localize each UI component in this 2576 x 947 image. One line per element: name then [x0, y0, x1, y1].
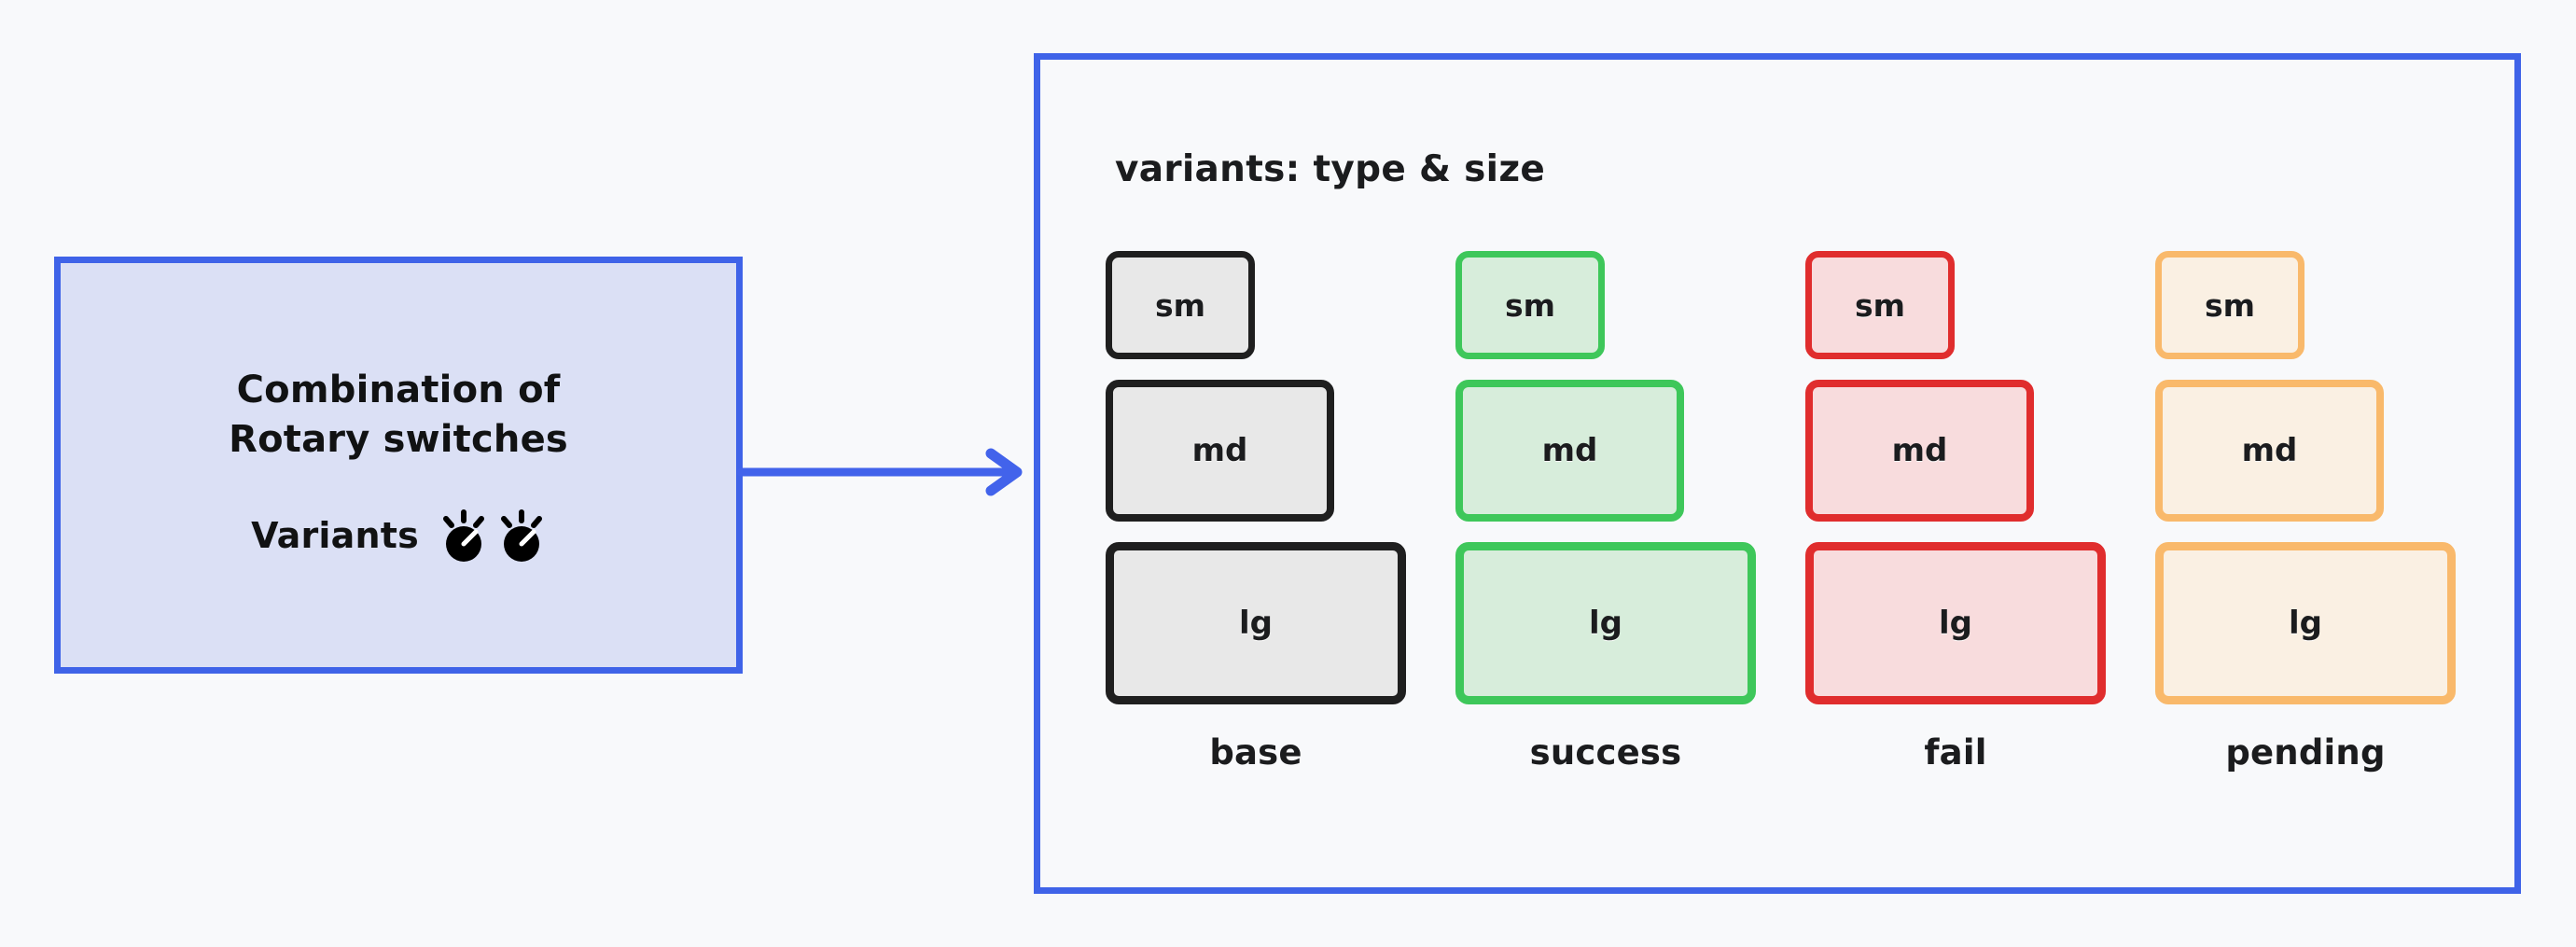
variant-card-fail-md[interactable]: md	[1805, 380, 2034, 522]
connector-arrow	[736, 439, 1040, 506]
rotary-knob-icon	[497, 507, 546, 564]
card-stack: sm md lg	[1106, 251, 1406, 704]
variant-card-label: md	[2241, 432, 2298, 469]
arrow-right-icon	[736, 448, 1023, 496]
variants-row: Variants	[251, 507, 546, 564]
variant-card-label: lg	[1589, 605, 1622, 642]
variant-column-success: sm md lg success	[1455, 251, 1777, 773]
variant-card-label: lg	[1239, 605, 1273, 642]
variants-label: Variants	[251, 515, 419, 557]
variant-card-success-md[interactable]: md	[1455, 380, 1684, 522]
variant-card-label: sm	[1504, 286, 1556, 324]
variant-columns: sm md lg base sm	[1106, 251, 2477, 773]
variant-card-pending-lg[interactable]: lg	[2155, 542, 2456, 704]
variant-card-label: sm	[1854, 286, 1906, 324]
variant-card-label: sm	[1154, 286, 1206, 324]
variant-card-success-sm[interactable]: sm	[1455, 251, 1605, 359]
source-node-title: Combination of Rotary switches	[229, 368, 568, 461]
column-label-fail: fail	[1924, 732, 1987, 773]
variant-card-base-sm[interactable]: sm	[1106, 251, 1255, 359]
variant-card-label: md	[1191, 432, 1248, 469]
rotary-knob-group	[439, 507, 546, 564]
column-label-base: base	[1209, 732, 1302, 773]
column-label-success: success	[1529, 732, 1682, 773]
column-label-pending: pending	[2225, 732, 2386, 773]
variant-card-pending-md[interactable]: md	[2155, 380, 2384, 522]
variants-panel: variants: type & size sm md lg base	[1034, 53, 2521, 894]
variant-card-label: sm	[2204, 286, 2256, 324]
variant-column-base: sm md lg base	[1106, 251, 1427, 773]
variant-column-fail: sm md lg fail	[1805, 251, 2127, 773]
panel-heading: variants: type & size	[1115, 148, 1546, 190]
rotary-knob-icon	[439, 507, 488, 564]
variant-card-label: lg	[2289, 605, 2322, 642]
variant-card-base-lg[interactable]: lg	[1106, 542, 1406, 704]
variant-column-pending: sm md lg pending	[2155, 251, 2477, 773]
variant-card-label: lg	[1939, 605, 1972, 642]
variant-card-fail-lg[interactable]: lg	[1805, 542, 2106, 704]
variant-card-label: md	[1891, 432, 1948, 469]
variant-card-fail-sm[interactable]: sm	[1805, 251, 1955, 359]
variant-card-pending-sm[interactable]: sm	[2155, 251, 2304, 359]
source-node: Combination of Rotary switches Variants	[54, 257, 743, 674]
card-stack: sm md lg	[1455, 251, 1756, 704]
variant-card-success-lg[interactable]: lg	[1455, 542, 1756, 704]
card-stack: sm md lg	[2155, 251, 2456, 704]
variant-card-label: md	[1541, 432, 1598, 469]
card-stack: sm md lg	[1805, 251, 2106, 704]
variant-card-base-md[interactable]: md	[1106, 380, 1334, 522]
